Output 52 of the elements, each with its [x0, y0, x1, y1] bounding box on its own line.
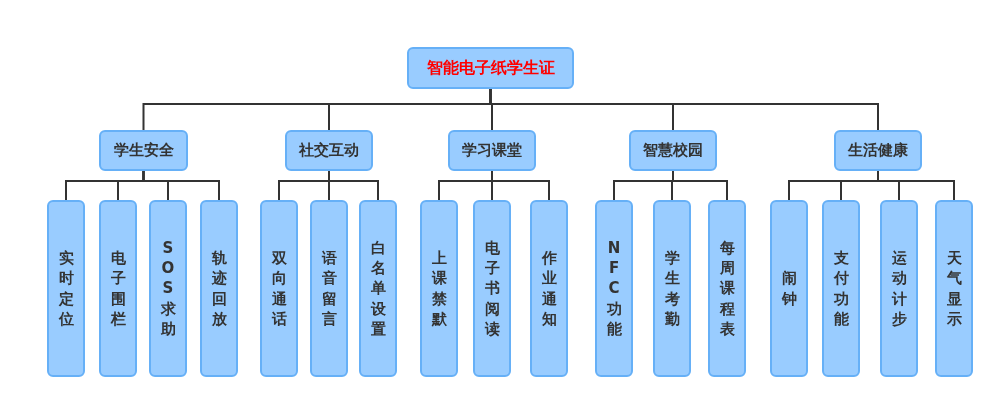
node-label: NFC功能 [606, 237, 622, 340]
node-label: 电子书阅读 [484, 237, 500, 340]
node-label: 运动计步 [891, 248, 907, 329]
feature-box [473, 200, 511, 377]
node-label: 上课禁默 [431, 248, 447, 329]
category-box [834, 130, 922, 171]
title-text: 智能电子纸学生证 [426, 57, 555, 79]
node-label: 实时定位 [58, 248, 74, 329]
connector-line [142, 170, 220, 201]
node-label: SOS求助 [160, 237, 176, 340]
feature-box [359, 200, 397, 377]
feature-box [99, 200, 137, 377]
node-label: 学习课堂 [462, 141, 522, 160]
feature-box [708, 200, 746, 377]
node-label: 电子围栏 [110, 248, 126, 329]
node-label: 学生安全 [113, 141, 174, 160]
node-label: 学生考勤 [664, 248, 680, 329]
node-label: 支付功能 [833, 248, 849, 329]
node-label: 天气显示 [946, 248, 962, 329]
connector-line [672, 170, 728, 201]
connector-line [489, 88, 879, 131]
feature-box [310, 200, 348, 377]
node-label: 生活健康 [848, 141, 908, 160]
category-box [448, 130, 536, 171]
node-label: 轨迹回放 [211, 248, 227, 329]
feature-box [653, 200, 691, 377]
connector-line [328, 170, 379, 201]
feature-box [530, 200, 568, 377]
node-label: 闹钟 [781, 268, 797, 309]
category-box [99, 130, 188, 171]
feature-box [420, 200, 458, 377]
node-label: 白名单设置 [370, 237, 386, 340]
node-label: 社交互动 [299, 141, 359, 160]
feature-box [200, 200, 238, 377]
connector-line [877, 170, 955, 201]
feature-box [47, 200, 85, 377]
category-box [629, 130, 717, 171]
node-label: 每周课程表 [719, 237, 735, 340]
feature-box [260, 200, 298, 377]
node-label: 双向通话 [271, 248, 287, 329]
connector-line [491, 170, 550, 201]
feature-box [935, 200, 973, 377]
feature-box [822, 200, 860, 377]
feature-box [880, 200, 918, 377]
feature-box [595, 200, 633, 377]
node-label: 智慧校园 [643, 141, 703, 160]
feature-box [770, 200, 808, 377]
node-label: 作业通知 [541, 248, 557, 329]
category-box [285, 130, 373, 171]
feature-box [149, 200, 187, 377]
node-label: 语音留言 [321, 248, 337, 329]
root-box [407, 47, 574, 89]
